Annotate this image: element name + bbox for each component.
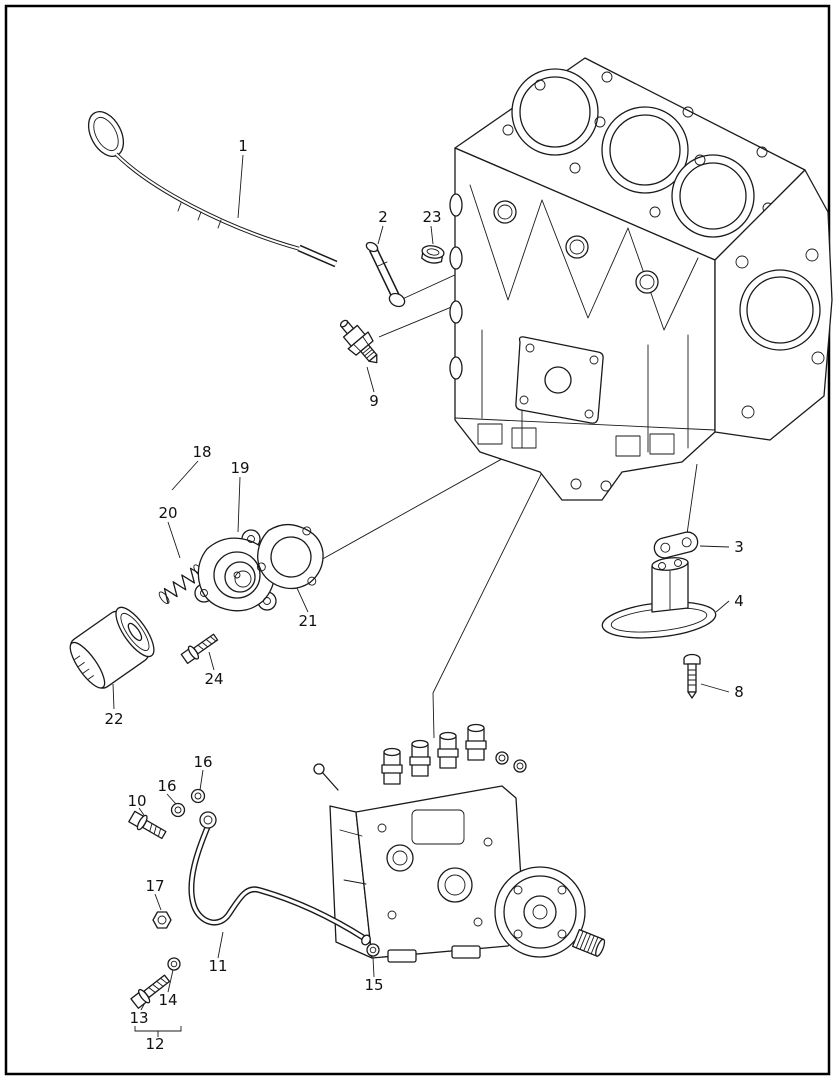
banjo-bolt <box>128 810 167 840</box>
seal-washer-upper <box>190 788 206 804</box>
stay-bolt <box>130 974 171 1009</box>
pipe-nut <box>152 911 172 929</box>
oil-dipstick <box>87 111 338 268</box>
pickup-bolt <box>683 653 701 699</box>
seal-washer-lower <box>170 802 186 818</box>
oil-pump-cover <box>194 529 277 612</box>
oil-pipe <box>188 811 371 946</box>
engine-block <box>449 57 833 501</box>
oil-pump-gasket <box>256 523 324 590</box>
dipstick-guide-tube <box>365 241 406 308</box>
injection-pump <box>313 723 606 963</box>
oil-pressure-switch-icon <box>339 319 378 364</box>
oil-filter <box>69 606 155 689</box>
pipe-end-washer <box>366 943 380 957</box>
pump-bolt <box>180 633 219 665</box>
oil-gallery-plug <box>421 245 445 264</box>
leader-lines <box>112 154 730 1037</box>
pickup-gasket <box>653 531 699 559</box>
page-border <box>4 4 831 1076</box>
stay-washer <box>167 957 181 971</box>
oil-pickup <box>601 557 717 639</box>
